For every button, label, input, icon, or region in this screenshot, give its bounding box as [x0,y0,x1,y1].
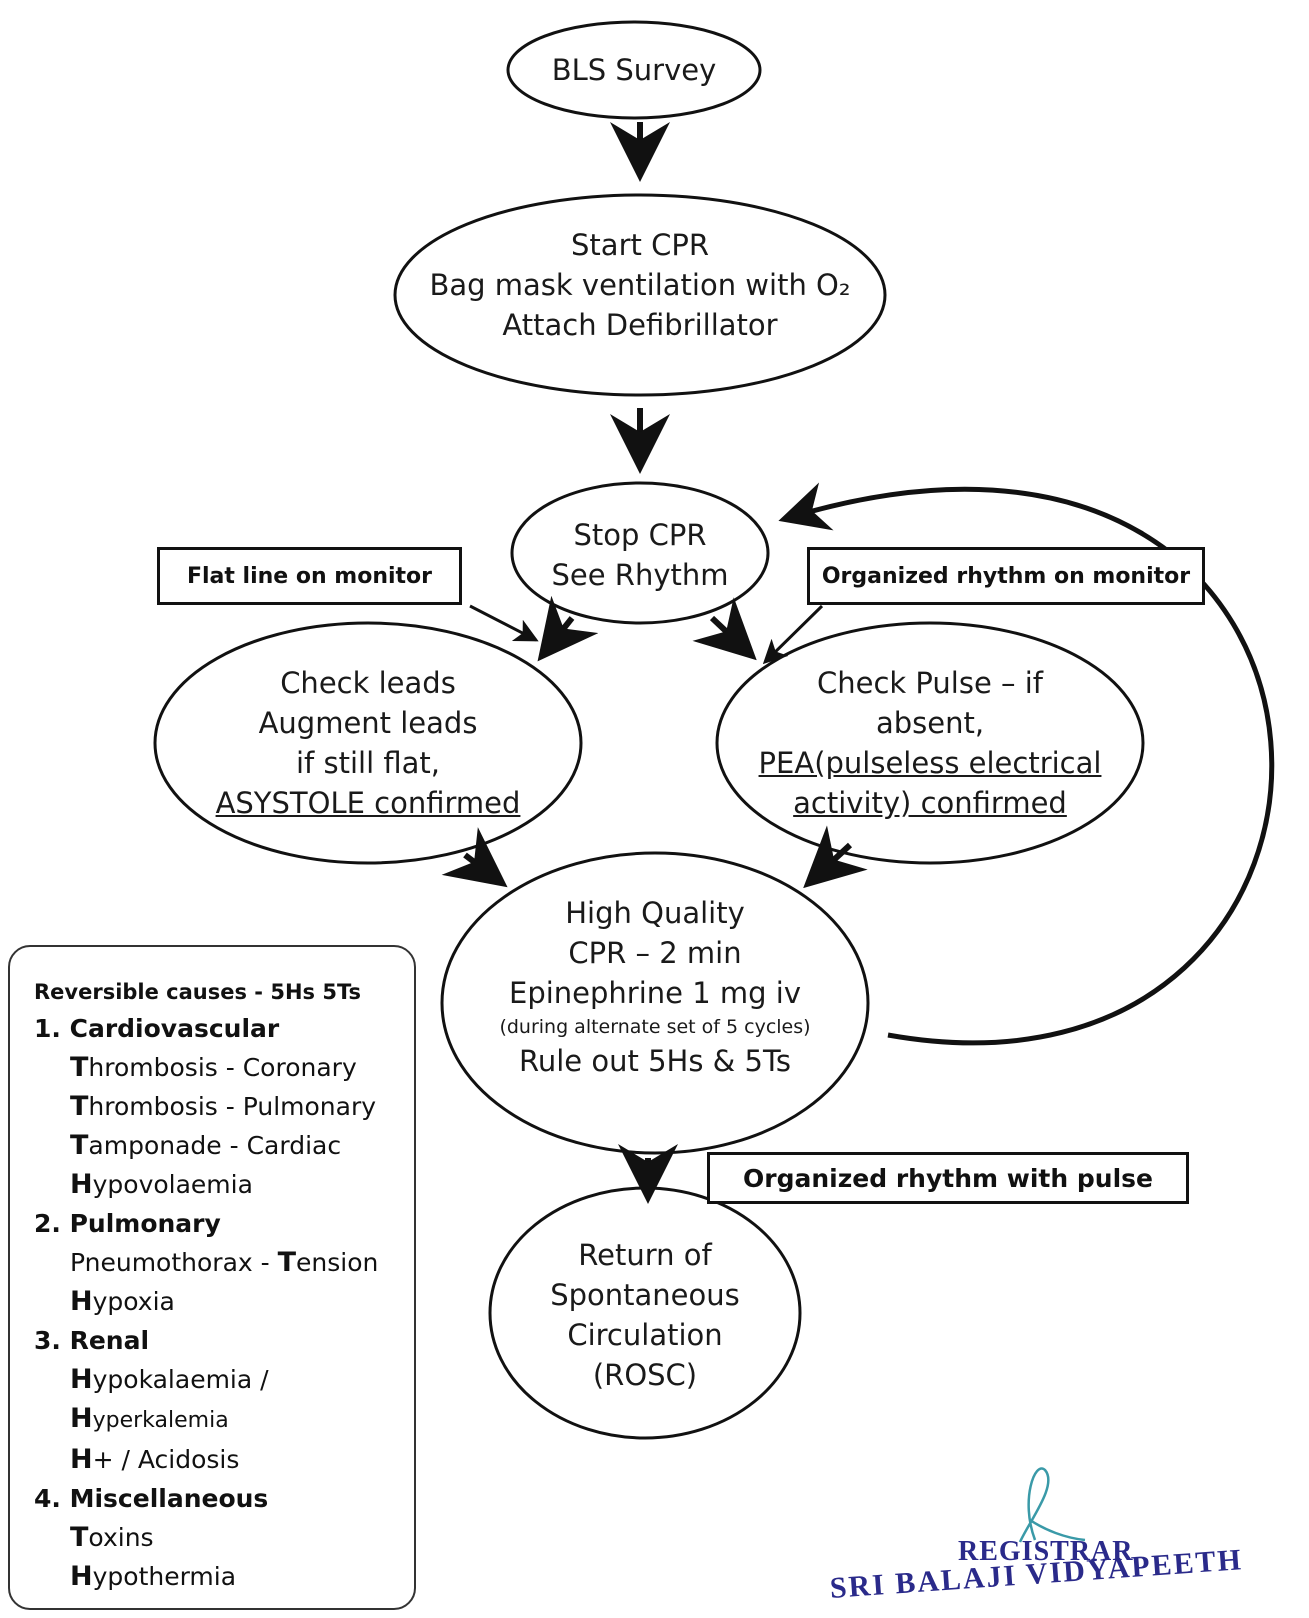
arrow-stop-to-asystole [537,595,599,662]
stop-cpr-node [510,481,770,625]
cause-initial: T [277,1247,297,1278]
cause-item: Hypoxia [34,1282,414,1321]
cause-initial: H [70,1286,93,1317]
flat-line-label: Flat line on monitor [157,547,462,605]
augment-leads-line: Augment leads [258,706,478,740]
cause-initial: H [70,1364,93,1395]
cause-text: ypothermia [92,1562,237,1591]
see-rhythm-line: See Rhythm [551,558,729,592]
asystole-confirmed-line: ASYSTOLE confirmed [215,786,521,820]
cause-text: amponade - Cardiac [88,1131,342,1160]
cause-text: ypokalaemia / [92,1365,269,1394]
cause-initial: T [70,1052,89,1083]
section-renal: 3. Renal [34,1326,150,1355]
cause-item: Hyperkalemia [34,1399,414,1440]
circulation-line: Circulation [567,1318,723,1352]
epinephrine-line: Epinephrine 1 mg iv [509,976,801,1010]
bls-survey-node [506,20,762,120]
cause-item: Thrombosis - Pulmonary [34,1087,414,1126]
cause-text: + / Acidosis [92,1445,240,1474]
causes-title: Reversible causes - 5Hs 5Ts [34,980,361,1004]
pointer-organized [762,604,824,665]
pointer-flat-line [469,604,539,642]
cause-initial: H [70,1403,93,1434]
stop-cpr-text: Stop CPR See Rhythm [530,515,750,595]
cause-item: Hypovolaemia [34,1165,414,1204]
start-cpr-text: Start CPR Bag mask ventilation with O₂ A… [415,225,865,345]
return-of-line: Return of [578,1238,712,1272]
cpr-2min-line: CPR – 2 min [568,936,742,970]
section-cardiovascular: 1. Cardiovascular [34,1014,280,1043]
if-still-flat-line: if still flat, [296,746,440,780]
organized-rhythm-label: Organized rhythm on monitor [807,547,1205,605]
cause-text: ypovolaemia [92,1170,253,1199]
cause-initial: H [70,1169,93,1200]
loop-arrow-hq-to-stop [778,482,1275,1046]
section-pulmonary: 2. Pulmonary [34,1209,221,1238]
signature-mark [1018,1467,1086,1543]
cause-text: yperkalemia [92,1408,229,1433]
high-quality-cpr-text: High Quality CPR – 2 min Epinephrine 1 m… [455,893,855,1081]
pea-text: Check Pulse – if absent, PEA(pulseless e… [740,663,1120,823]
asystole-node [153,621,583,865]
alternate-cycles-line: (during alternate set of 5 cycles) [499,1016,811,1038]
cause-initial: T [70,1091,89,1122]
cause-item: Hypokalaemia / [34,1360,414,1399]
asystole-text: Check leads Augment leads if still flat,… [188,663,548,823]
rosc-abbrev-line: (ROSC) [592,1358,698,1392]
attach-defib-line: Attach Defibrillator [502,308,778,342]
registrar-line: REGISTRAR [958,1536,1134,1567]
start-cpr-line: Start CPR [571,228,709,262]
registrar-stamp: REGISTRAR SRI BALAJI VIDYAPEETH [829,1460,1300,1618]
spontaneous-line: Spontaneous [550,1278,740,1312]
cause-text: hrombosis - Coronary [88,1053,357,1082]
start-cpr-node [393,193,887,397]
arrow-pea-to-hq [803,825,868,889]
cause-item: H+ / Acidosis [34,1440,414,1479]
cause-text: ension [296,1248,379,1277]
pea-line: PEA(pulseless electrical [758,746,1102,780]
cause-item: Tamponade - Cardiac [34,1126,414,1165]
stop-cpr-line: Stop CPR [573,518,707,552]
rule-out-line: Rule out 5Hs & 5Ts [519,1044,791,1078]
cause-initial: H [70,1561,93,1592]
cause-item: Toxins [34,1518,414,1557]
cause-item: Pneumothorax - Tension [34,1243,414,1282]
cause-text: hrombosis - Pulmonary [88,1092,377,1121]
cause-initial: T [70,1522,89,1553]
high-quality-line: High Quality [565,896,745,930]
cause-text: Pneumothorax - [70,1248,278,1277]
check-leads-line: Check leads [280,666,456,700]
reversible-causes-panel: Reversible causes - 5Hs 5Ts 1. Cardiovas… [8,945,416,1610]
check-pulse-line: Check Pulse – if [817,666,1043,700]
cause-item: Hypothermia [34,1557,414,1596]
cause-initial: T [70,1130,89,1161]
cause-text: oxins [88,1523,154,1552]
organized-with-pulse-label: Organized rhythm with pulse [707,1152,1189,1204]
section-miscellaneous: 4. Miscellaneous [34,1484,269,1513]
pea-node [715,621,1145,865]
cause-text: ypoxia [92,1287,175,1316]
arrow-stop-to-pea [692,597,757,661]
rosc-text: Return of Spontaneous Circulation (ROSC) [525,1235,765,1395]
bls-survey-text: BLS Survey [534,50,734,90]
absent-line: absent, [875,706,985,740]
pea-confirmed-line: activity) confirmed [793,786,1067,820]
arrow-asystole-to-hq [441,827,508,888]
cause-initial: H [70,1444,93,1475]
bls-survey-label: BLS Survey [551,53,717,87]
cause-item: Thrombosis - Coronary [34,1048,414,1087]
bag-mask-line: Bag mask ventilation with O₂ [429,268,851,302]
